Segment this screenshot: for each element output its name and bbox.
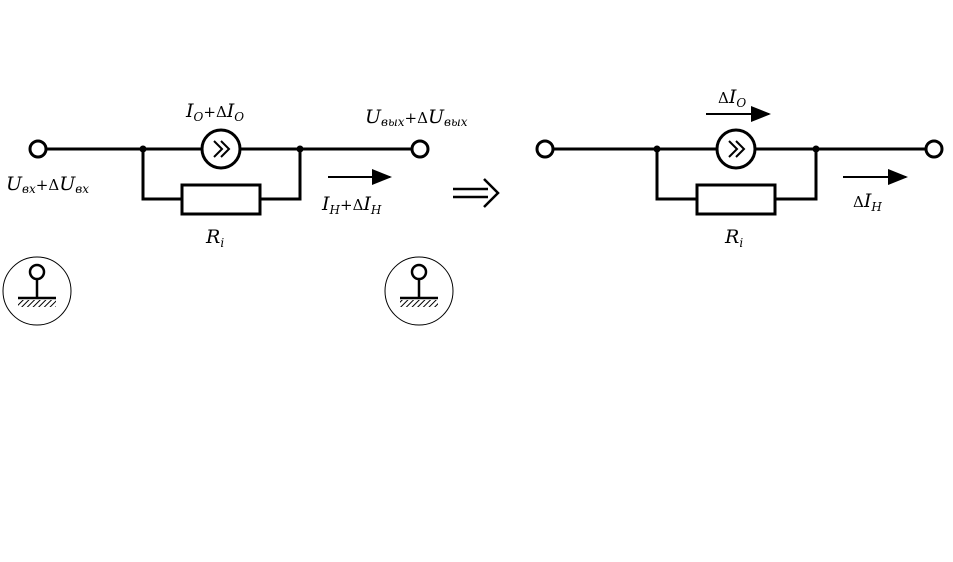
right-circuit xyxy=(553,147,926,201)
transform-arrow-icon xyxy=(453,178,500,208)
left-source-label: IO+ΔIO xyxy=(185,100,244,124)
left-current-source-icon xyxy=(200,128,242,170)
left-output-voltage-label: Uвых+ΔUвых xyxy=(365,106,468,129)
left-load-current-label: IН+ΔIН xyxy=(321,193,382,217)
ground-icon-right xyxy=(384,256,454,326)
left-resistor-label: Ri xyxy=(205,226,224,250)
right-output-terminal-icon xyxy=(924,139,944,159)
right-wire-lower-left xyxy=(655,149,697,201)
left-junction-b xyxy=(296,145,304,153)
right-load-current-label: ΔIН xyxy=(853,190,882,214)
right-junction-b xyxy=(812,145,820,153)
left-wire-lower-left xyxy=(141,149,182,201)
left-resistor-icon xyxy=(180,183,262,216)
left-junction-a xyxy=(139,145,147,153)
right-resistor-label: Ri xyxy=(724,226,743,250)
ground-icon-left xyxy=(2,256,72,326)
left-input-terminal-icon xyxy=(28,139,48,159)
right-source-label: ΔIO xyxy=(718,86,746,110)
left-input-voltage-label: Uвх+ΔUвх xyxy=(6,173,89,196)
left-output-terminal-icon xyxy=(410,139,430,159)
left-circuit xyxy=(46,147,412,201)
right-resistor-icon xyxy=(695,183,777,216)
right-junction-a xyxy=(653,145,661,153)
left-wire-lower-right xyxy=(260,149,302,201)
right-input-terminal-icon xyxy=(535,139,555,159)
right-wire-lower-right xyxy=(775,149,818,201)
right-current-source-icon xyxy=(715,128,757,170)
